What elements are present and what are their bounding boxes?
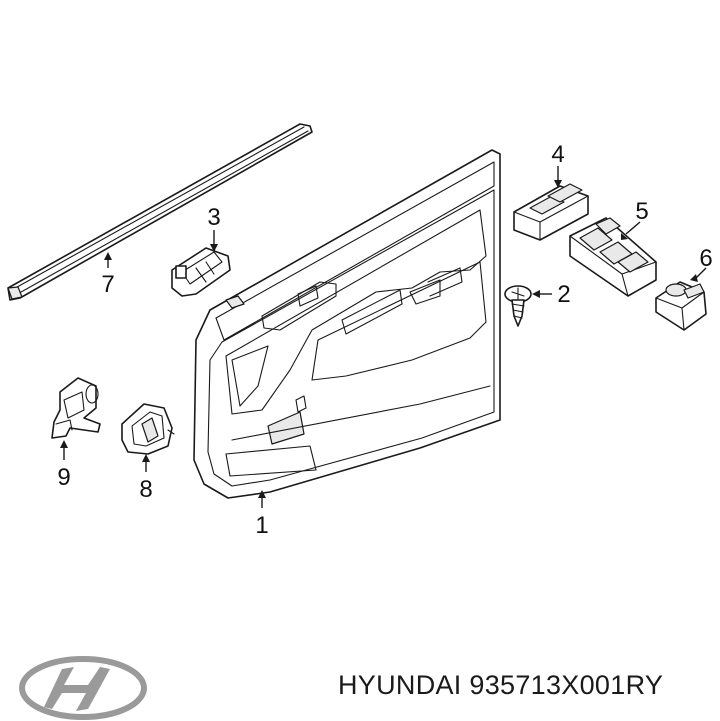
part-4-window-switch (513, 183, 589, 241)
part-1-door-trim-panel (193, 149, 501, 499)
part-6-single-switch (655, 281, 707, 331)
part-number-caption: HYUNDAI 935713X001RY (338, 670, 664, 700)
part-2-screw (504, 285, 532, 327)
part-8-handle-housing (121, 403, 175, 455)
callout-3: 3 (207, 204, 220, 231)
callout-6: 6 (699, 245, 712, 272)
callout-8: 8 (139, 476, 152, 503)
callout-4: 4 (551, 141, 564, 168)
hyundai-logo-icon (19, 656, 147, 720)
part-9-handle-bracket (51, 377, 101, 439)
callout-7: 7 (101, 271, 114, 298)
part-5-master-switch (569, 217, 657, 297)
leader-lines (60, 166, 707, 508)
callout-2: 2 (557, 281, 570, 308)
part-3-bracket (171, 247, 231, 297)
part-7-belt-moulding (7, 123, 313, 301)
callout-9: 9 (57, 464, 70, 491)
callout-5: 5 (635, 198, 648, 225)
callout-1: 1 (255, 512, 268, 539)
